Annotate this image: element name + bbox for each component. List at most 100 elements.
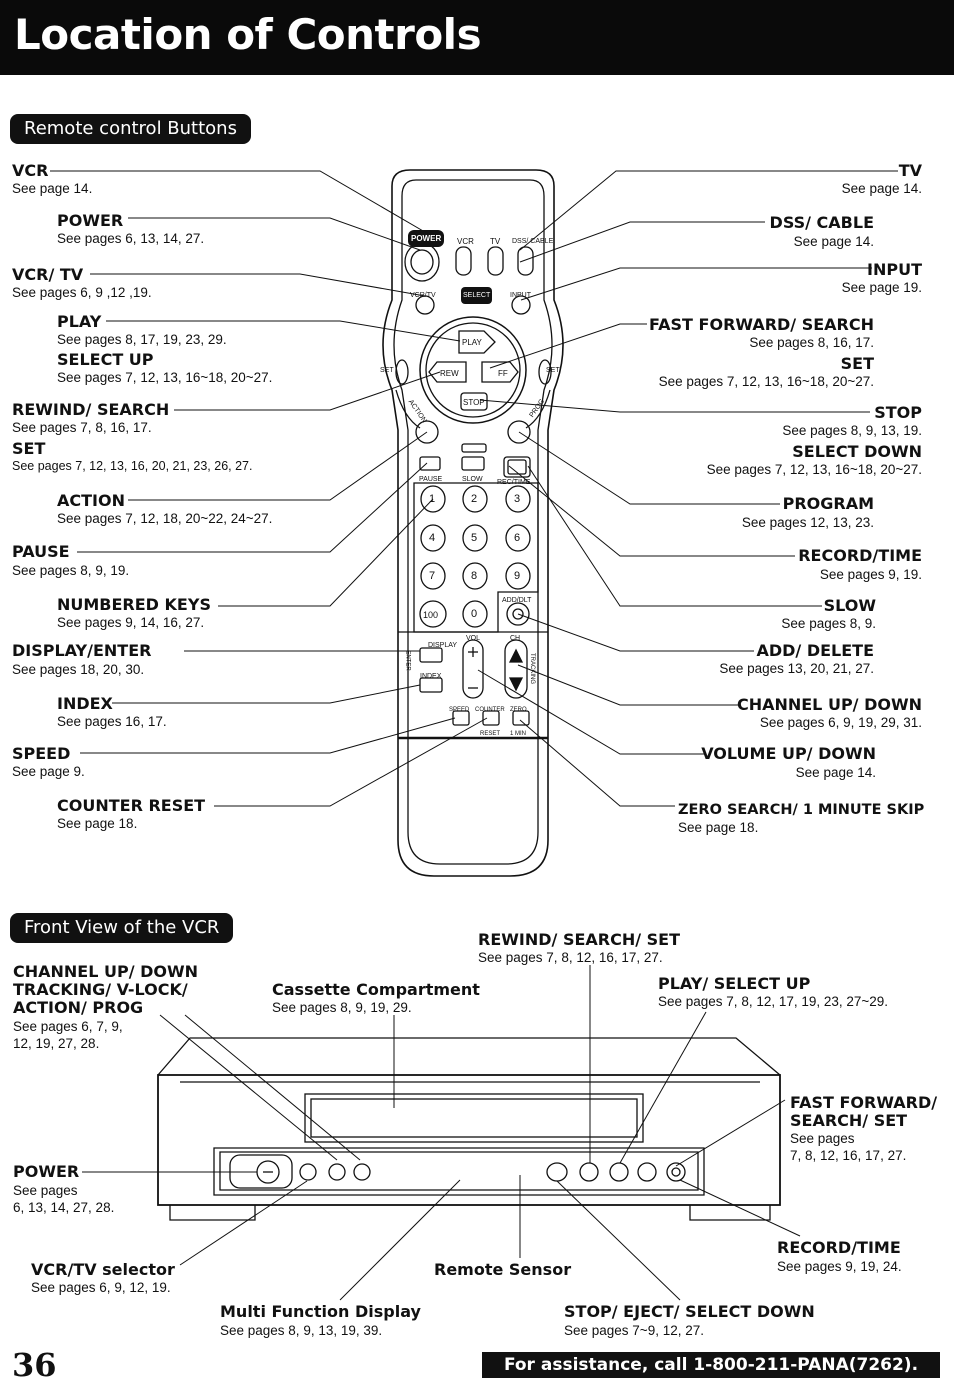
numkey-3: 3 <box>514 493 521 505</box>
remote-pause-caption: PAUSE <box>419 476 443 483</box>
label-vcr: VCR <box>12 161 49 180</box>
label-zero-search: ZERO SEARCH/ 1 MINUTE SKIP <box>678 802 925 818</box>
ref-numbered-keys: See pages 9, 14, 16, 27. <box>57 615 205 630</box>
ref-record-time: See pages 9, 19. <box>819 567 922 582</box>
remote-dss-caption: DSS/ CABLE <box>512 238 554 245</box>
label-record-time: RECORD/TIME <box>798 546 922 565</box>
numkey-0: 0 <box>471 608 478 620</box>
vcr-label-record: RECORD/TIME <box>777 1238 901 1257</box>
label-speed: SPEED <box>12 744 71 763</box>
vcr-ref-ff-2: 7, 8, 12, 16, 17, 27. <box>790 1148 907 1163</box>
label-display-enter: DISPLAY/ENTER <box>12 641 152 660</box>
numkey-4: 4 <box>429 532 436 544</box>
remote-input-caption: INPUT <box>510 292 531 299</box>
remote-power-caption: POWER <box>408 230 445 247</box>
label-select-down: SELECT DOWN <box>792 442 922 461</box>
label-play: PLAY <box>57 312 102 331</box>
numkey-2: 2 <box>471 493 478 505</box>
label-action: ACTION <box>57 491 125 510</box>
ref-volume-up-down: See page 14. <box>795 765 876 780</box>
vcr-ref-stop: See pages 7~9, 12, 27. <box>564 1323 704 1338</box>
label-index: INDEX <box>57 694 113 713</box>
remote-1min-caption: 1 MIN <box>510 731 527 737</box>
ref-dss-cable: See page 14. <box>793 234 874 249</box>
remote-section-heading: Remote control Buttons <box>10 114 251 144</box>
remote-ff-caption: FF <box>498 369 508 378</box>
remote-ch-caption: CH <box>510 635 521 642</box>
remote-set-left-caption: SET <box>380 367 394 374</box>
label-program: PROGRAM <box>782 494 874 513</box>
ref-display-enter: See pages 18, 20, 30. <box>12 662 145 677</box>
label-dss-cable: DSS/ CABLE <box>769 213 874 232</box>
remote-slow-caption: SLOW <box>462 476 483 483</box>
numkey-5: 5 <box>471 532 478 544</box>
remote-speed-caption: SPEED <box>449 707 470 713</box>
remote-tv-caption: TV <box>490 237 501 246</box>
ref-action: See pages 7, 12, 18, 20~22, 24~27. <box>57 511 273 526</box>
vcr-label-vcrtv: VCR/TV selector <box>31 1260 175 1279</box>
remote-enter-caption: ENTER <box>404 650 411 671</box>
remote-zero-caption: ZERO <box>510 707 527 713</box>
vcr-label-play: PLAY/ SELECT UP <box>658 974 811 993</box>
ref-rewind-search: See pages 7, 8, 16, 17. <box>12 420 152 435</box>
remote-select-caption: SELECT <box>461 287 493 304</box>
ref-select-down: See pages 7, 12, 13, 16~18, 20~27. <box>706 462 922 477</box>
vcr-ref-play: See pages 7, 8, 12, 17, 19, 23, 27~29. <box>658 994 889 1009</box>
label-channel-up-down: CHANNEL UP/ DOWN <box>736 695 922 714</box>
ref-set-left: See pages 7, 12, 13, 16, 20, 21, 23, 26,… <box>12 459 253 473</box>
numkey-7: 7 <box>429 570 436 582</box>
vcr-label-power: POWER <box>13 1162 80 1181</box>
ref-counter-reset: See page 18. <box>57 816 138 831</box>
ref-add-delete: See pages 13, 20, 21, 27. <box>719 661 874 676</box>
label-volume-up-down: VOLUME UP/ DOWN <box>701 744 876 763</box>
vcr-label-channel-1: CHANNEL UP/ DOWN <box>13 962 199 981</box>
label-vcr-tv: VCR/ TV <box>12 265 84 284</box>
ref-play: See pages 8, 17, 19, 23, 29. <box>57 332 227 347</box>
vcr-label-stop: STOP/ EJECT/ SELECT DOWN <box>564 1302 815 1321</box>
vcr-label-cassette: Cassette Compartment <box>272 980 480 999</box>
remote-rectime-caption: REC/TIME <box>497 479 531 486</box>
ref-speed: See page 9. <box>12 764 85 779</box>
vcr-ref-display: See pages 8, 9, 13, 19, 39. <box>220 1323 383 1338</box>
page-number: 36 <box>12 1346 57 1384</box>
ref-power: See pages 6, 13, 14, 27. <box>57 231 205 246</box>
ref-channel-up-down: See pages 6, 9, 19, 29, 31. <box>759 715 922 730</box>
label-fast-forward-search: FAST FORWARD/ SEARCH <box>649 315 874 334</box>
vcr-ref-cassette: See pages 8, 9, 19, 29. <box>272 1000 412 1015</box>
numkey-100: 100 <box>423 610 439 620</box>
ref-tv: See page 14. <box>841 181 922 196</box>
label-numbered-keys: NUMBERED KEYS <box>57 595 211 614</box>
ref-slow: See pages 8, 9. <box>781 616 876 631</box>
ref-vcr-tv: See pages 6, 9 ,12 ,19. <box>12 285 152 300</box>
remote-stop-caption: STOP <box>463 398 485 407</box>
label-counter-reset: COUNTER RESET <box>57 796 206 815</box>
vcr-section-heading: Front View of the VCR <box>10 913 234 943</box>
label-tv: TV <box>898 161 922 180</box>
remote-vcrtv-caption: VCR/TV <box>410 292 436 299</box>
remote-rew-caption: REW <box>440 369 459 378</box>
label-input: INPUT <box>867 260 922 279</box>
ref-fast-forward-search: See pages 8, 16, 17. <box>749 335 874 350</box>
remote-tracking-caption: TRACKING <box>529 652 536 685</box>
ref-pause: See pages 8, 9, 19. <box>12 563 130 578</box>
label-slow: SLOW <box>823 596 876 615</box>
ref-zero-search: See page 18. <box>678 820 759 835</box>
ref-set-right: See pages 7, 12, 13, 16~18, 20~27. <box>658 374 874 389</box>
label-set-left: SET <box>12 439 46 458</box>
vcr-label-rewind: REWIND/ SEARCH/ SET <box>478 930 681 949</box>
vcr-ref-channel-1: See pages 6, 7, 9, <box>13 1019 123 1034</box>
remote-display-caption: DISPLAY <box>428 642 458 649</box>
numkey-8: 8 <box>471 570 478 582</box>
label-pause: PAUSE <box>12 542 70 561</box>
vcr-ref-rewind: See pages 7, 8, 12, 16, 17, 27. <box>478 950 663 965</box>
vcr-ref-ff-1: See pages <box>790 1131 855 1146</box>
numkey-1: 1 <box>429 493 436 505</box>
numkey-9: 9 <box>514 570 521 582</box>
vcr-ref-vcrtv: See pages 6, 9, 12, 19. <box>31 1280 171 1295</box>
remote-adddlt-caption: ADD/DLT <box>502 597 532 604</box>
remote-counter-caption: COUNTER <box>475 707 505 713</box>
vcr-ref-record: See pages 9, 19, 24. <box>777 1259 902 1274</box>
vcr-label-ff-2: SEARCH/ SET <box>790 1111 908 1130</box>
vcr-ref-power-1: See pages <box>13 1183 78 1198</box>
